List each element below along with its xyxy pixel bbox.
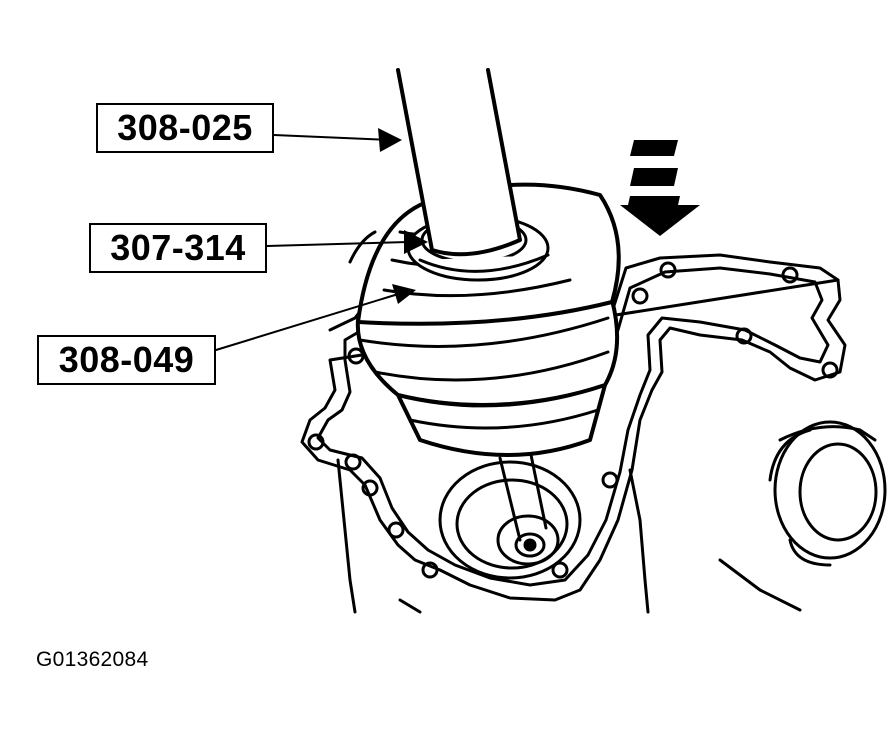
leader-lines [215,134,409,351]
tool-shaft-lower [498,448,548,542]
press-direction-arrow [620,140,700,236]
leader-arrowheads [378,128,428,304]
part-label-307-314: 307-314 [89,223,267,273]
part-label-308-049: 308-049 [37,335,216,385]
part-label-308-025: 308-025 [96,103,274,153]
figure-code: G01362084 [36,648,149,671]
pump-bore [438,460,582,580]
handle-308-025 [396,68,522,257]
